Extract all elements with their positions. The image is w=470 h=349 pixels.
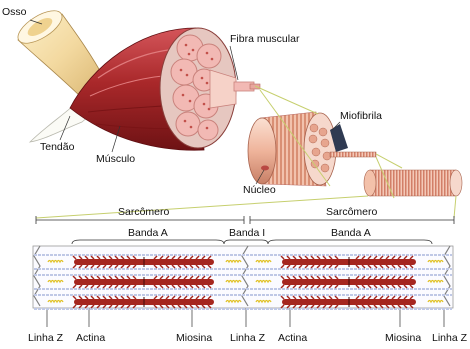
label-linha-z-2: Linha Z bbox=[230, 332, 266, 344]
label-actina-1: Actina bbox=[76, 332, 105, 344]
myofibril-enlarged bbox=[364, 170, 462, 196]
label-musculo: Músculo bbox=[96, 153, 135, 165]
label-miosina-2: Miosina bbox=[385, 332, 421, 344]
myofibril-strand bbox=[330, 152, 376, 157]
label-osso: Osso bbox=[2, 6, 27, 18]
label-fibra-muscular: Fibra muscular bbox=[230, 33, 300, 45]
label-sarcomero-1: Sarcômero bbox=[118, 206, 170, 218]
label-banda-a-2: Banda A bbox=[331, 227, 371, 239]
label-nucleo: Núcleo bbox=[243, 184, 276, 196]
sarcomere-detail bbox=[33, 246, 453, 309]
label-banda-a-1: Banda A bbox=[128, 227, 168, 239]
label-actina-2: Actina bbox=[278, 332, 307, 344]
sarcomere-brackets bbox=[36, 216, 454, 224]
label-linha-z-3: Linha Z bbox=[432, 332, 468, 344]
label-linha-z-1: Linha Z bbox=[28, 332, 64, 344]
label-miosina-1: Miosina bbox=[176, 332, 212, 344]
label-tendao: Tendão bbox=[40, 141, 75, 153]
label-miofibrila: Miofibrila bbox=[340, 110, 382, 122]
muscle-fiber bbox=[248, 112, 348, 186]
band-brackets bbox=[72, 240, 432, 244]
label-banda-i: Banda I bbox=[229, 227, 265, 239]
label-sarcomero-2: Sarcômero bbox=[326, 206, 378, 218]
